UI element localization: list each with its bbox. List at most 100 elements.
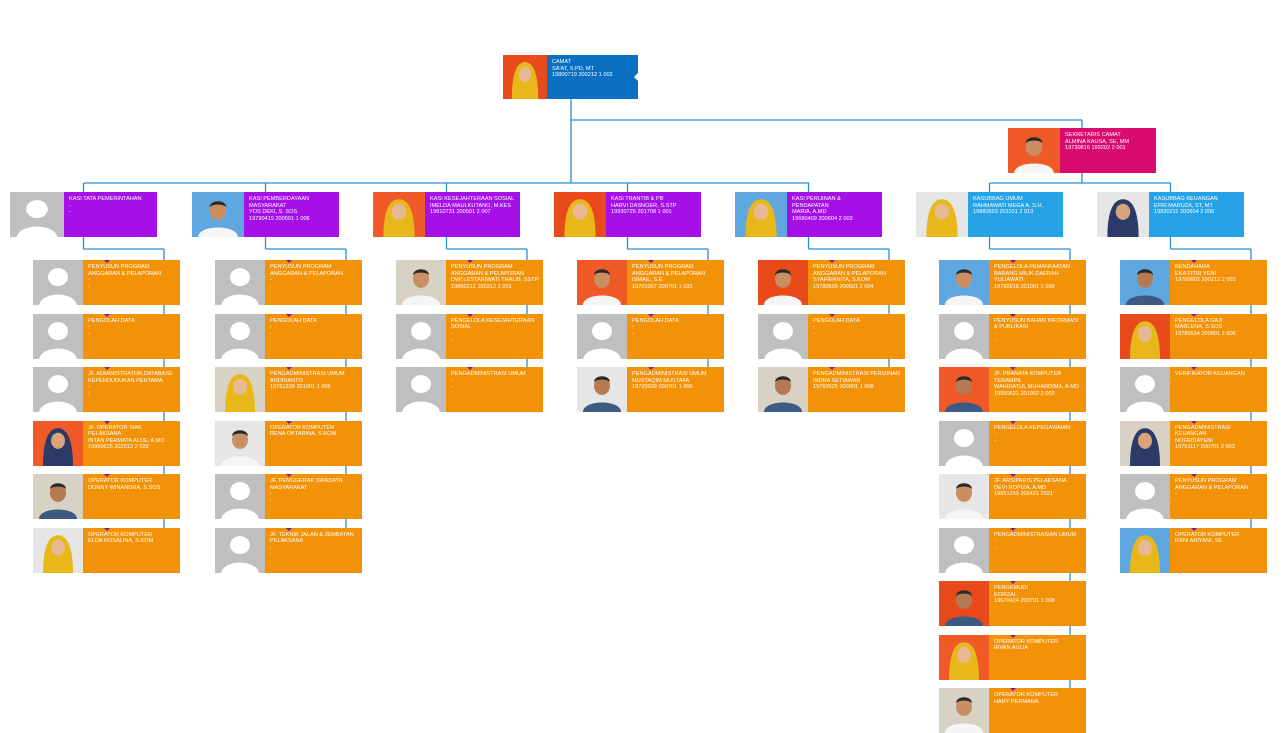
person-name: DEVI ROPIZA, A.Md [994,484,1047,491]
employee-nip: - [994,337,996,344]
placeholder-avatar-icon [33,260,83,305]
position-title: KASUBBAG KEUANGAN [1154,196,1218,202]
employee-nip: 19790419 200501 1 006 [249,215,310,222]
person-name: - [994,431,996,438]
employee-nip: 19761228 201001 1 005 [270,384,331,391]
staff-card[interactable]: JF. PENGGERAK SWADAYA MASYARAKAT-- [215,474,362,519]
employee-nip: - [1175,497,1177,504]
employee-nip: 19950621 201902 2 003 [994,390,1055,397]
expand-arrow-icon [1009,474,1016,477]
placeholder-avatar-icon [1120,367,1170,412]
staff-card[interactable]: JF. TEKNIK JALAN & JEMBATAN PELAKSANA-- [215,527,362,573]
employee-nip: 19960626 202012 2 029 [88,444,149,451]
position-title: JF. ARSIPARIS PELAKSANA [994,478,1067,484]
person-name: - [270,277,272,284]
employee-nip: 19851250 202421 2021 [994,491,1054,498]
staff-card[interactable]: PENGOLAH DATA-- [577,313,724,359]
person-name: - [451,330,453,337]
person-photo-icon [939,688,989,733]
position-title: PENGADMINISTRASI KEUANGAN [1175,424,1231,438]
person-name: - [88,384,90,391]
staff-card[interactable]: PENGOLAH DATA-- [215,313,362,359]
position-title: JF. PRANATA KOMPUTER TERAMPIL [994,371,1062,384]
person-name: HARY PERMANA [994,698,1039,705]
staff-card[interactable]: PENYUSUN PROGRAM ANGGARAN & PELAPORAN-- [33,260,180,305]
employee-nip: - [88,330,90,337]
person-name: ELDA ROSALINA, S.Kom [88,538,154,545]
staff-card[interactable]: PENYUSUN BAHAN INFORMASI & PUBLIKASI-- [939,313,1086,359]
placeholder-avatar-icon [1120,474,1170,519]
employee-nip: 19670424 200701 1 008 [994,598,1055,605]
placeholder-avatar-icon [758,313,808,359]
position-title: PENGELOLA GAJI [1175,317,1223,324]
person-name: DONNY WINANDRA, S.Sos [88,484,161,491]
position-title: PENGOLAH DATA [632,317,679,324]
staff-card[interactable]: PENYUSUN PROGRAM ANGGARAN & PELAPORAN-- [1120,474,1267,519]
employee-nip: - [270,497,272,504]
position-title: PENYUSUN PROGRAM ANGGARAN & PELAPORAN [88,264,162,277]
person-name: - [1175,377,1177,384]
person-photo-icon [192,192,244,237]
expand-arrow-icon [103,420,110,424]
staff-card[interactable]: PENGADMINISTRASI UMUM-- [396,367,543,412]
staff-card[interactable]: JF. ADMINISTRATOR DATABASE KEPENDUDUKAN … [33,367,180,412]
employee-nip: - [813,330,815,337]
leader-card-1[interactable]: KASI TATA PEMERINTAHAN-- [10,192,157,237]
position-title: JF. ADMINISTRATOR DATABASE KEPENDUDUKAN … [88,371,173,384]
person-name: - [813,324,815,331]
placeholder-avatar-icon [215,260,265,305]
staff-card[interactable]: PENGELOLA KESEJAHTERAAN SOSIAL-- [396,313,543,359]
staff-card[interactable]: PENGOLAH DATA-- [33,313,180,359]
collapse-arrow-icon[interactable] [634,73,638,81]
staff-card[interactable]: PENGOLAH DATA-- [758,313,905,359]
staff-card[interactable]: PENYUSUN PROGRAM ANGGARAN & PELAPORAN-- [215,260,362,305]
staff-card[interactable]: VERIFIKATOR KEUANGAN- [1120,367,1267,412]
position-title: PENYUSUN BAHAN INFORMASI & PUBLIKASI [994,317,1079,331]
expand-arrow-icon [1190,367,1197,370]
position-title: PENYUSUN PROGRAM ANGGARAN & PELAPORAN [1175,478,1249,491]
staff-card[interactable]: PENGELOLA KEPEGAWAIAN-- [939,420,1086,466]
position-title: PENGEMUDI [994,585,1028,591]
person-name: HARVI DASNOER, S.STP [611,202,677,209]
person-name: - [88,277,90,284]
staff-card[interactable]: PENGELOLA PEMANFAATAN BARANG MILIK DAERA… [939,260,1086,305]
placeholder-avatar-icon [396,313,446,359]
employee-nip: - [270,283,272,290]
person-name: - [270,324,272,331]
expand-arrow-icon [828,313,835,317]
staff-card[interactable]: PENGADMINISTRASIAN UMUM-- [939,527,1086,573]
position-title: OPERATOR KOMPUTER [88,478,153,484]
expand-arrow-icon [828,260,835,263]
person-photo-icon [916,192,968,237]
expand-arrow-icon [1190,260,1197,263]
expand-arrow-icon [1009,367,1016,370]
expand-arrow-icon [1190,527,1197,531]
